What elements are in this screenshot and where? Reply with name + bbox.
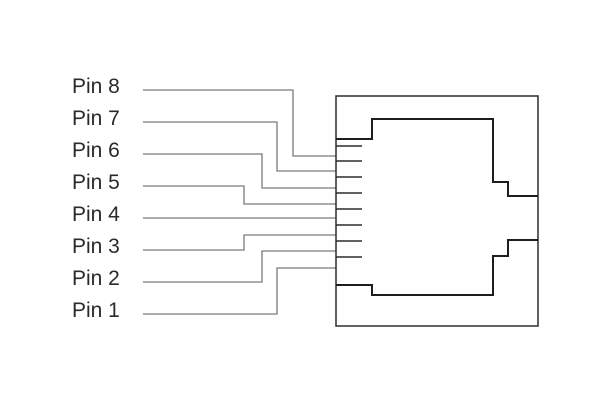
pin-label-1: Pin 1 bbox=[72, 299, 120, 322]
pin-6-leader-line bbox=[143, 153, 336, 189]
pin-label-3: Pin 3 bbox=[72, 235, 120, 258]
pin-label-5: Pin 5 bbox=[72, 171, 120, 194]
pin-label-7: Pin 7 bbox=[72, 107, 120, 130]
pin-labels: Pin 8 Pin 7 Pin 6 Pin 5 Pin 4 Pin 3 Pin … bbox=[72, 75, 120, 322]
pin-3-leader-line bbox=[143, 234, 336, 251]
pin-8-leader-line bbox=[143, 89, 336, 157]
pin-2-leader-line bbox=[143, 250, 336, 283]
pin-5-leader-line bbox=[143, 185, 336, 205]
pin-label-6: Pin 6 bbox=[72, 139, 120, 162]
pin-7-leader-line bbox=[143, 121, 336, 172]
pin-label-8: Pin 8 bbox=[72, 75, 120, 98]
pin-label-4: Pin 4 bbox=[72, 203, 120, 226]
pin-label-2: Pin 2 bbox=[72, 267, 120, 290]
pin-1-leader-line bbox=[143, 267, 336, 315]
pin-leader-lines bbox=[143, 89, 336, 315]
socket-cavity-outline bbox=[336, 118, 538, 296]
connector-housing bbox=[335, 95, 539, 327]
connector-contacts bbox=[336, 145, 362, 258]
